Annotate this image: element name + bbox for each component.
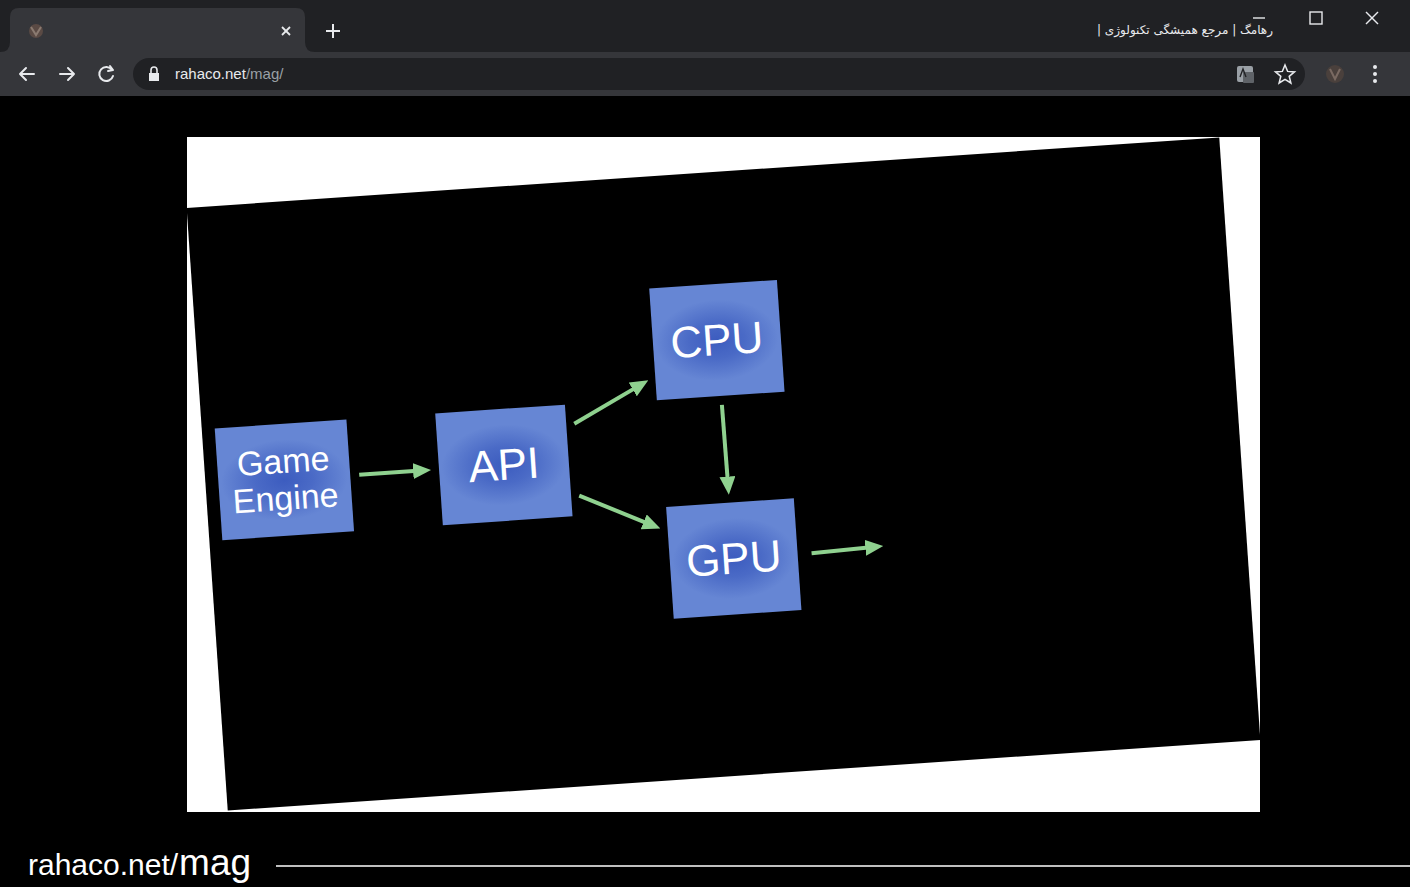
cpu-box: CPU [649,280,784,400]
url-path: /mag/ [246,66,284,81]
lock-icon [149,67,159,81]
translate-icon [1237,66,1254,83]
engine-box: Game Engine [215,420,354,541]
toolbar [0,52,1410,96]
nav-icons [20,66,113,81]
omnibox [133,58,1305,90]
box-label: Game Engine [224,439,345,520]
window-controls [1253,12,1378,24]
favicon [29,24,43,38]
flow-arrow [579,491,651,530]
gpu-box: GPU [666,498,801,618]
title-bar [0,0,1410,52]
footer-site: rahaco.net/ [28,850,178,880]
flow-arrow [572,385,642,423]
tab-close-icon [282,27,290,35]
active-tab [0,8,315,52]
box-label: API [467,439,541,491]
output-arrow [811,547,873,553]
flow-arrow [359,471,421,475]
tab-title: رهامگ | مرجع همیشگی تکنولوژی | [1097,24,1273,36]
new-tab-icon [326,24,340,38]
box-label: GPU [685,532,783,586]
diagram-board: Game Engine API CPU GPU [187,138,1261,811]
menu-icon [1373,65,1377,83]
bookmark-star [1276,65,1295,83]
footer-mag: mag [179,844,251,881]
flow-arrow [722,405,728,485]
browser-chrome [0,0,1410,96]
api-box: API [435,405,572,526]
url-host: rahaco.net [175,66,246,81]
extension-icon [1326,65,1344,83]
box-label: CPU [669,313,765,367]
